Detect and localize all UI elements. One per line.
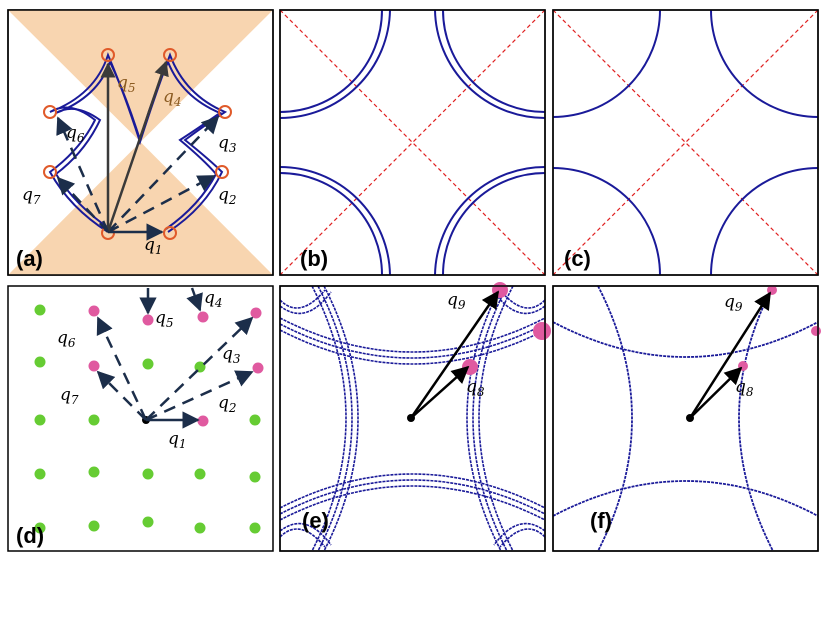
panel-label-e: (e) (302, 508, 329, 533)
panel-a: q1 q2 q3 q4 q5 q6 q7 (a) (7, 9, 274, 276)
label-f-q8: q8 (735, 377, 754, 399)
label-e-q8: q8 (466, 377, 485, 399)
label-d-q1: q1 (168, 429, 187, 451)
label-q4: q4 (163, 87, 182, 109)
panel-label-b: (b) (300, 246, 328, 271)
label-d-q4: q4 (204, 288, 223, 310)
vector-f-q8 (689, 366, 743, 419)
label-e-q9: q9 (447, 290, 466, 312)
label-q1: q1 (144, 235, 163, 257)
fermi-arcs-e (279, 285, 546, 552)
label-d-q2: q2 (218, 393, 237, 415)
label-d-q6: q6 (57, 328, 76, 350)
label-q3: q3 (218, 133, 237, 155)
panel-d: q1 q2 q3 q4 q5 q6 q7 (d) (7, 285, 274, 552)
label-d-q7: q7 (60, 385, 79, 407)
label-d-q5: q5 (155, 308, 174, 330)
panel-label-d: (d) (16, 523, 44, 548)
vectors-a (56, 60, 220, 241)
vector-f-q9 (688, 291, 772, 419)
panel-e: q8 q9 (e) (279, 282, 551, 552)
wedge-bottom (8, 142, 273, 275)
label-f-q9: q9 (724, 292, 743, 314)
label-d-q3: q3 (222, 344, 241, 366)
label-q5: q5 (117, 73, 136, 95)
label-q7: q7 (22, 185, 41, 207)
panel-c: (c) (552, 9, 819, 276)
panel-label-c: (c) (564, 246, 591, 271)
lattice-points-green (34, 304, 261, 534)
arcs-b (279, 9, 546, 276)
fermi-arcs-f (552, 285, 819, 552)
vector-e-q9 (409, 290, 500, 419)
panel-label-f: (f) (590, 508, 612, 533)
vector-e-q8 (410, 365, 470, 419)
panel-b: (b) (279, 9, 546, 276)
panel-f: q8 q9 (f) (552, 285, 821, 552)
vectors-d (96, 287, 254, 429)
arcs-c (552, 9, 819, 276)
panel-label-a: (a) (16, 246, 43, 271)
lattice-points-pink (88, 305, 264, 427)
wedge-top (8, 10, 273, 142)
label-q6: q6 (66, 123, 85, 145)
label-q2: q2 (218, 185, 237, 207)
